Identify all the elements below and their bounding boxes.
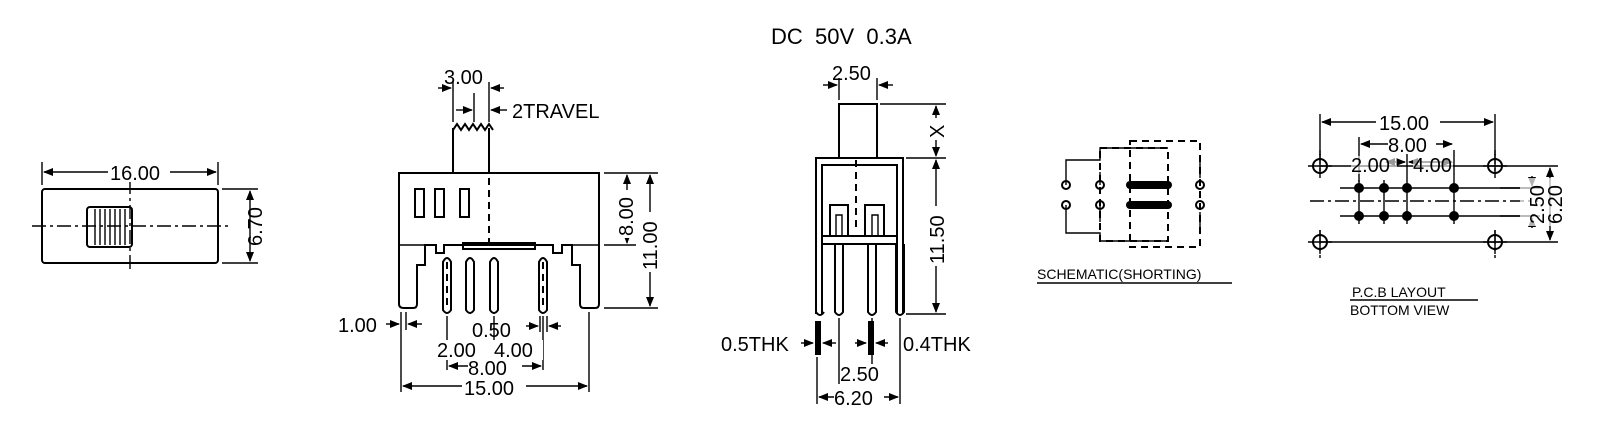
dim-top-length: 16.00 [110, 163, 160, 185]
dim-front-overall-height: 11.00 [640, 221, 662, 270]
side-frame-inner [821, 164, 898, 314]
pcb-caption-line1: P.C.B LAYOUT [1352, 284, 1446, 300]
dim-pcb-pitch-a: 2.00 [1351, 155, 1390, 177]
side-actuator [838, 103, 878, 159]
actuator-ridges [94, 209, 126, 245]
side-contact-left [829, 204, 849, 236]
top-view: 16.00 6.70 [32, 160, 267, 272]
side-pin-2 [867, 244, 877, 316]
dim-front-body-height: 8.00 [616, 197, 638, 236]
schematic-contact [1095, 180, 1105, 190]
front-slider [462, 242, 536, 250]
side-base [821, 235, 898, 245]
top-view-actuator [86, 206, 133, 248]
schematic-contact [1061, 180, 1071, 190]
dim-front-travel: 2TRAVEL [512, 101, 599, 123]
dim-pcb-mount-pitch: 6.20 [1545, 185, 1567, 224]
dim-side-right-thickness: 0.4THK [903, 334, 971, 356]
dim-pcb-pitch-b: 4.00 [1413, 155, 1452, 177]
dim-pcb-row-pitch: 2.50 [1527, 185, 1549, 224]
side-contact-right [864, 204, 885, 236]
schematic-shorting-bar-2 [1126, 201, 1172, 209]
side-pin-3 [895, 244, 905, 316]
dim-side-body-height: 11.50 [927, 215, 949, 264]
front-pin-2 [465, 257, 475, 314]
front-pin-4 [538, 257, 548, 314]
dim-front-pin-span: 8.00 [468, 358, 507, 380]
side-thk-left-mark [815, 321, 821, 355]
front-pins [442, 257, 548, 314]
side-thk-right-mark [868, 321, 874, 355]
schematic-dashed-box-1 [1099, 147, 1169, 242]
schematic-contact [1061, 200, 1071, 210]
front-view: 3.00 2TRAVEL 8.00 11.00 1.00 0.50 [338, 67, 662, 400]
dim-pcb-overall-width: 15.00 [1379, 113, 1429, 135]
pcb-pin-pads [1354, 150, 1459, 224]
dim-side-overall-depth: 6.20 [834, 388, 873, 410]
schematic-contact [1195, 200, 1205, 210]
side-view: 2.50 X 11.50 0.5THK 0.4THK 2.50 6.20 [721, 63, 971, 410]
front-window-1 [414, 188, 425, 218]
pcb-mount-holes [1308, 154, 1507, 254]
schematic: SCHEMATIC(SHORTING) [1037, 140, 1232, 284]
pcb-caption-line2: BOTTOM VIEW [1350, 302, 1450, 318]
dim-front-pitch-a: 2.00 [437, 340, 476, 362]
schematic-contact [1095, 200, 1105, 210]
front-window-3 [459, 188, 470, 218]
schematic-wire-1 [1065, 147, 1168, 185]
front-window-2 [434, 188, 445, 218]
front-actuator-grip [452, 122, 494, 132]
dim-front-pitch-b: 4.00 [494, 340, 533, 362]
front-body [398, 172, 600, 309]
schematic-shorting-bar-1 [1126, 181, 1172, 189]
dim-side-left-thickness: 0.5THK [721, 334, 789, 356]
pcb-layout: 15.00 8.00 2.00 4.00 2.50 6.20 P.C.B LAY… [1308, 112, 1567, 318]
schematic-caption: SCHEMATIC(SHORTING) [1037, 266, 1201, 282]
front-actuator-sides [452, 128, 490, 173]
schematic-contact [1195, 180, 1205, 190]
dim-front-tab-width: 1.00 [338, 315, 377, 337]
dim-side-actuator-height: X [927, 125, 949, 138]
schematic-wire-2 [1065, 205, 1168, 242]
side-pin-1 [834, 244, 844, 316]
dim-front-overall-width: 15.00 [464, 378, 514, 400]
dim-front-actuator-width: 3.00 [444, 67, 483, 89]
dim-side-pin-pitch: 2.50 [840, 364, 879, 386]
dim-front-pin-width: 0.50 [472, 320, 511, 342]
schematic-dashed-box-2 [1129, 140, 1201, 248]
front-pin-1 [442, 257, 452, 314]
side-frame-outer [815, 157, 904, 314]
dim-side-actuator-width: 2.50 [832, 63, 871, 85]
rating-label: DC 50V 0.3A [771, 24, 912, 49]
front-pin-3 [489, 257, 499, 314]
dim-pcb-pin-span: 8.00 [1388, 135, 1427, 157]
dim-top-width: 6.70 [245, 207, 267, 246]
